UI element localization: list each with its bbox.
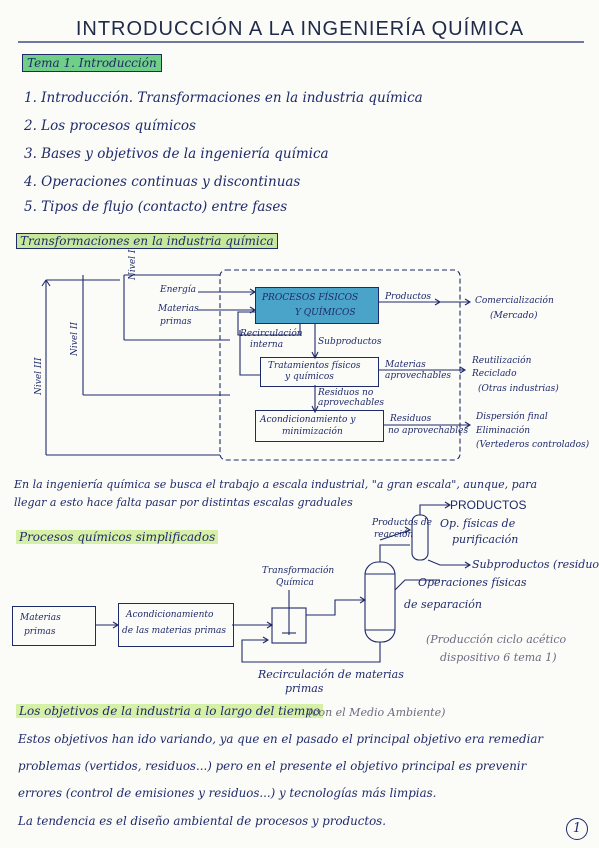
vertederos-label: (Vertederos controlados)	[476, 440, 590, 450]
acondicionamiento-mp-box	[118, 603, 234, 647]
recirculacion-mp-label-2: primas	[285, 682, 324, 695]
operaciones-label: Operaciones físicas	[418, 576, 527, 589]
section-heading-procesos: Procesos químicos simplificados	[16, 530, 219, 544]
acond-label: Acondicionamiento	[126, 610, 214, 620]
materias-aprov-label-2: aprovechables	[385, 371, 452, 381]
paragraph-2-line-1: Estos objetivos han ido variando, ya que…	[18, 732, 544, 746]
tratamientos-label: Tratamientos físicos	[268, 361, 361, 371]
paragraph-2-line-4: La tendencia es el diseño ambiental de p…	[18, 814, 386, 828]
list-item: 2. Los procesos químicos	[24, 118, 196, 134]
list-item: 4. Operaciones continuas y discontinuas	[24, 174, 301, 190]
op-fisicas-label: Op. físicas de	[440, 517, 516, 530]
materias-label: Materias	[20, 613, 61, 623]
dispersion-label: Dispersión final	[476, 412, 548, 422]
acondicionamiento-box	[255, 410, 384, 442]
paragraph-2-line-2: problemas (vertidos, residuos...) pero e…	[18, 759, 527, 773]
recirculacion-label: Recirculación	[240, 329, 303, 339]
procesos-label: PROCESOS FÍSICOS	[262, 293, 359, 303]
nota-label-2: dispositivo 6 tema 1)	[440, 651, 557, 664]
transformacion-label: Transformación	[262, 566, 335, 576]
paragraph-1-line-1: En la ingeniería química se busca el tra…	[14, 478, 538, 491]
tratamientos-label-2: y químicos	[285, 372, 334, 382]
reutilizacion-label: Reutilización	[472, 356, 532, 366]
page-number: 1	[566, 818, 588, 840]
op-fisicas-label-2: purificación	[452, 533, 519, 546]
recirculacion-label-2: interna	[250, 340, 284, 350]
productos-label: Productos	[385, 292, 432, 302]
section-heading-objetivos: Los objetivos de la industria a lo largo…	[16, 704, 324, 718]
mercado-label: (Mercado)	[490, 311, 538, 321]
materias-primas-label: Materias	[158, 304, 199, 314]
acondicionamiento-label-2: minimización	[282, 427, 343, 437]
comercializacion-label: Comercialización	[475, 296, 554, 306]
residuos-label-2: no aprovechables	[388, 426, 469, 436]
section-heading-transformaciones: Transformaciones en la industria química	[16, 233, 278, 249]
procesos-box	[255, 287, 379, 324]
operaciones-label-2: de separación	[404, 598, 483, 611]
paragraph-2-line-3: errores (control de emisiones y residuos…	[18, 786, 437, 800]
list-item: 1. Introducción. Transformaciones en la …	[24, 90, 423, 106]
list-item: 5. Tipos de flujo (contacto) entre fases	[24, 199, 288, 215]
subproductos-label: Subproductos	[318, 337, 382, 347]
productos-caption: PRODUCTOS	[450, 498, 527, 512]
list-item: 3. Bases y objetivos de la ingeniería qu…	[24, 146, 329, 162]
section-heading-note: (con el Medio Ambiente)	[308, 706, 446, 719]
residuos-no-aprov-label-2: aprovechables	[318, 398, 385, 408]
productos-reaccion-label: Productos de	[372, 518, 432, 528]
materias-label-2: primas	[24, 627, 56, 637]
materias-primas-box	[12, 606, 96, 646]
subproductos-residuos-label: Subproductos (residuos)	[472, 558, 599, 571]
paragraph-1-line-2: llegar a esto hace falta pasar por disti…	[14, 496, 353, 509]
tema-label: Tema 1. Introducción	[22, 54, 162, 72]
residuos-no-aprov-label: Residuos no	[318, 388, 374, 398]
acondicionamiento-label: Acondicionamiento y	[260, 415, 356, 425]
page-title: INTRODUCCIÓN A LA INGENIERÍA QUÍMICA	[75, 18, 525, 40]
eliminacion-label: Eliminación	[476, 426, 531, 436]
reciclado-label: Reciclado	[472, 369, 517, 379]
transformacion-label-2: Química	[276, 578, 314, 588]
otras-industrias-label: (Otras industrias)	[478, 384, 559, 394]
tratamientos-box	[260, 357, 379, 387]
energia-label: Energía	[160, 285, 196, 295]
productos-reaccion-label-2: reacción	[374, 530, 414, 540]
nota-label: (Producción ciclo acético	[426, 633, 567, 646]
recirculacion-mp-label: Recirculación de materias	[258, 668, 404, 681]
materias-aprov-label: Materias	[385, 360, 426, 370]
acond-label-2: de las materias primas	[122, 626, 227, 636]
procesos-label-2: Y QUÍMICOS	[295, 308, 356, 318]
residuos-label: Residuos	[390, 414, 432, 424]
materias-primas-label-2: primas	[160, 317, 192, 327]
